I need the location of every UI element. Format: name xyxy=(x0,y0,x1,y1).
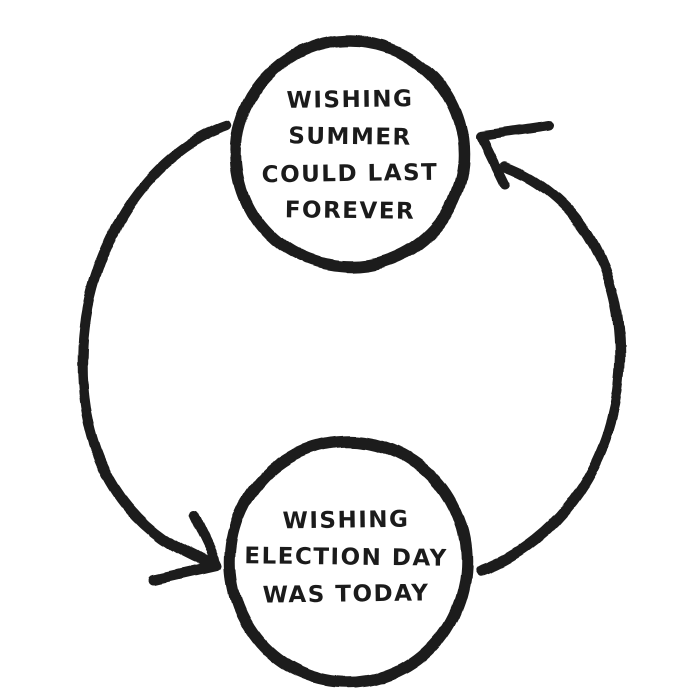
arrowhead-down-right-icon xyxy=(150,511,222,585)
node-label-election: WISHING ELECTION DAY WAS TODAY xyxy=(244,503,448,614)
node-label-summer: WISHING SUMMER COULD LAST FOREVER xyxy=(262,82,439,230)
node-label-line: ELECTION DAY xyxy=(244,543,448,572)
node-circle-election xyxy=(224,435,472,689)
edge-left-arc xyxy=(76,120,233,568)
arrowhead-up-left-icon xyxy=(476,122,554,189)
node-label-line: FOREVER xyxy=(284,197,416,225)
edge-right-arc xyxy=(474,161,626,577)
edge-summer-to-election xyxy=(76,120,233,585)
node-label-line: SUMMER xyxy=(288,123,412,151)
node-label-line: COULD LAST xyxy=(261,159,439,189)
node-label-line: WAS TODAY xyxy=(262,580,430,609)
node-label-line: WISHING xyxy=(282,506,410,535)
node-label-line: WISHING xyxy=(286,86,414,114)
node-circle-summer xyxy=(230,35,470,273)
edge-election-to-summer xyxy=(474,122,626,577)
